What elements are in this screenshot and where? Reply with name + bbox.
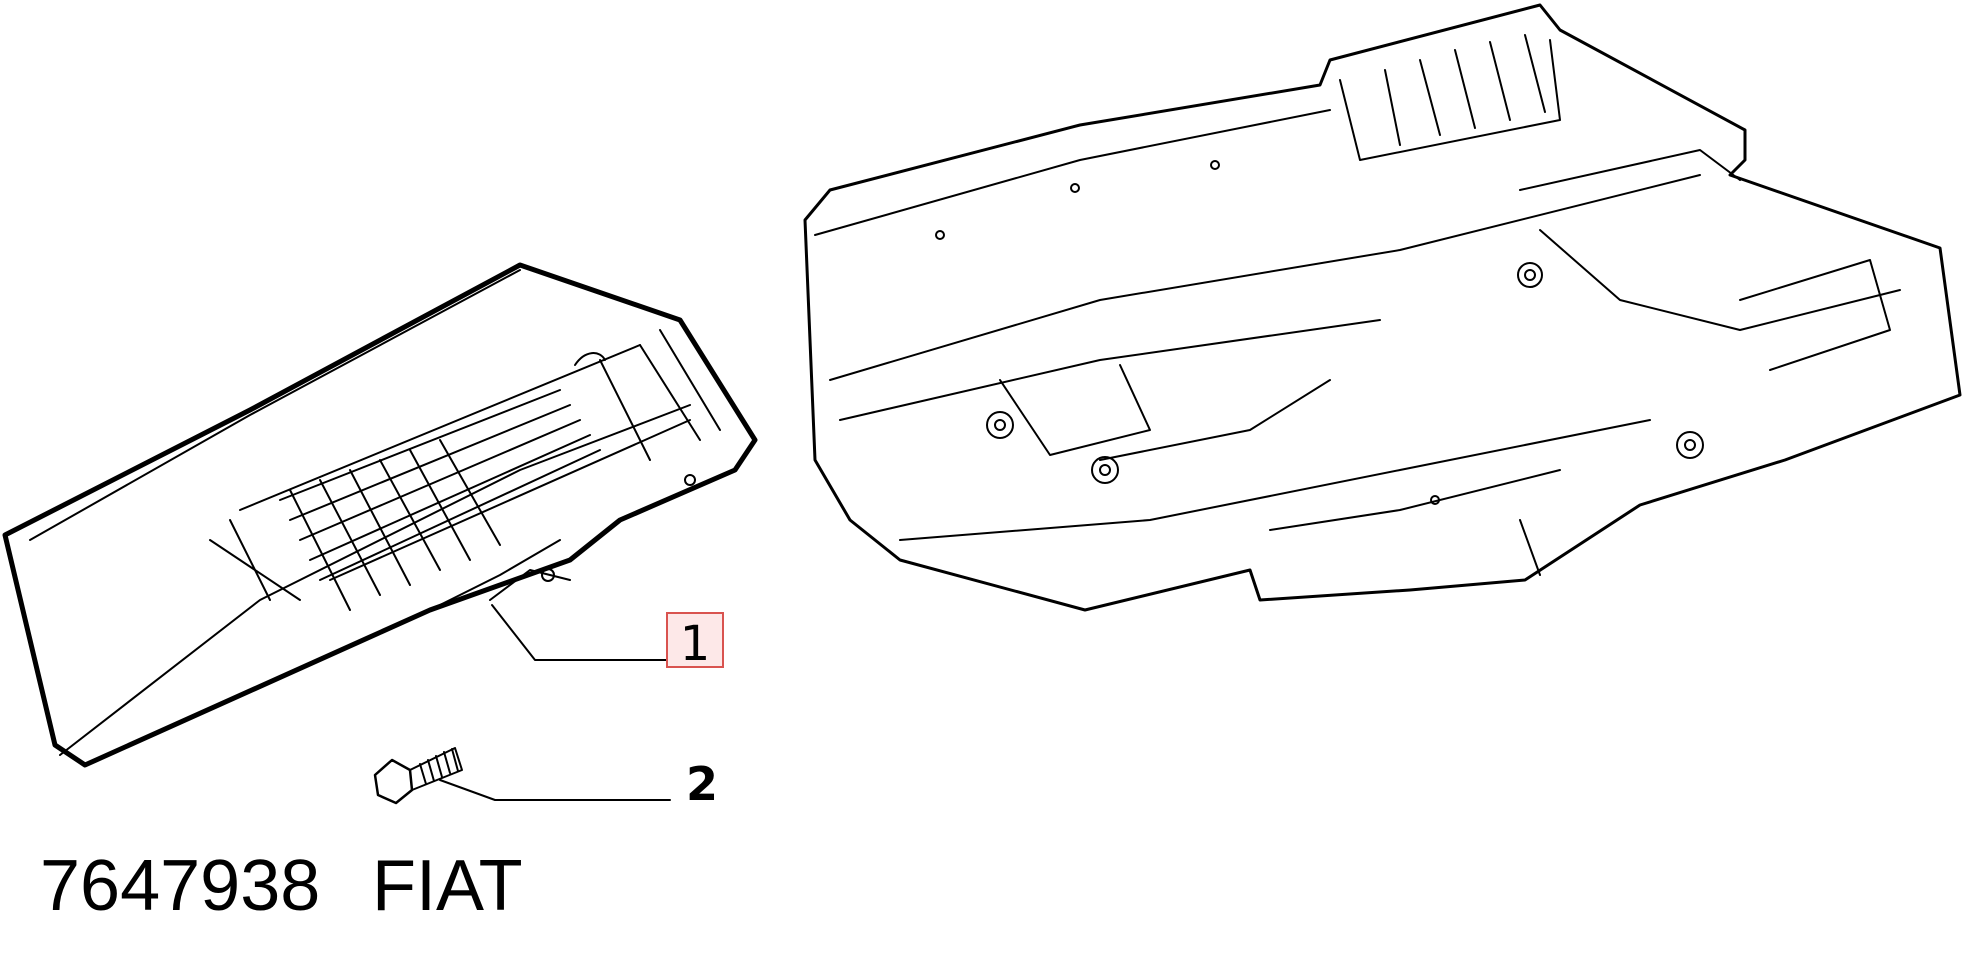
- leader-line-1: [491, 604, 673, 661]
- part-1-drawing[interactable]: [2, 262, 758, 768]
- vehicle-floor-structure-drawing: [803, 3, 1962, 612]
- brand-name: FIAT: [372, 846, 523, 926]
- callout-2-label[interactable]: 2: [686, 757, 718, 811]
- leader-line-2: [439, 779, 671, 801]
- part-2-bolt-drawing[interactable]: [373, 747, 463, 805]
- part-number: 7647938: [40, 846, 320, 926]
- callout-1-highlight-box[interactable]: [666, 612, 724, 668]
- callout-1-label: 1: [680, 616, 711, 672]
